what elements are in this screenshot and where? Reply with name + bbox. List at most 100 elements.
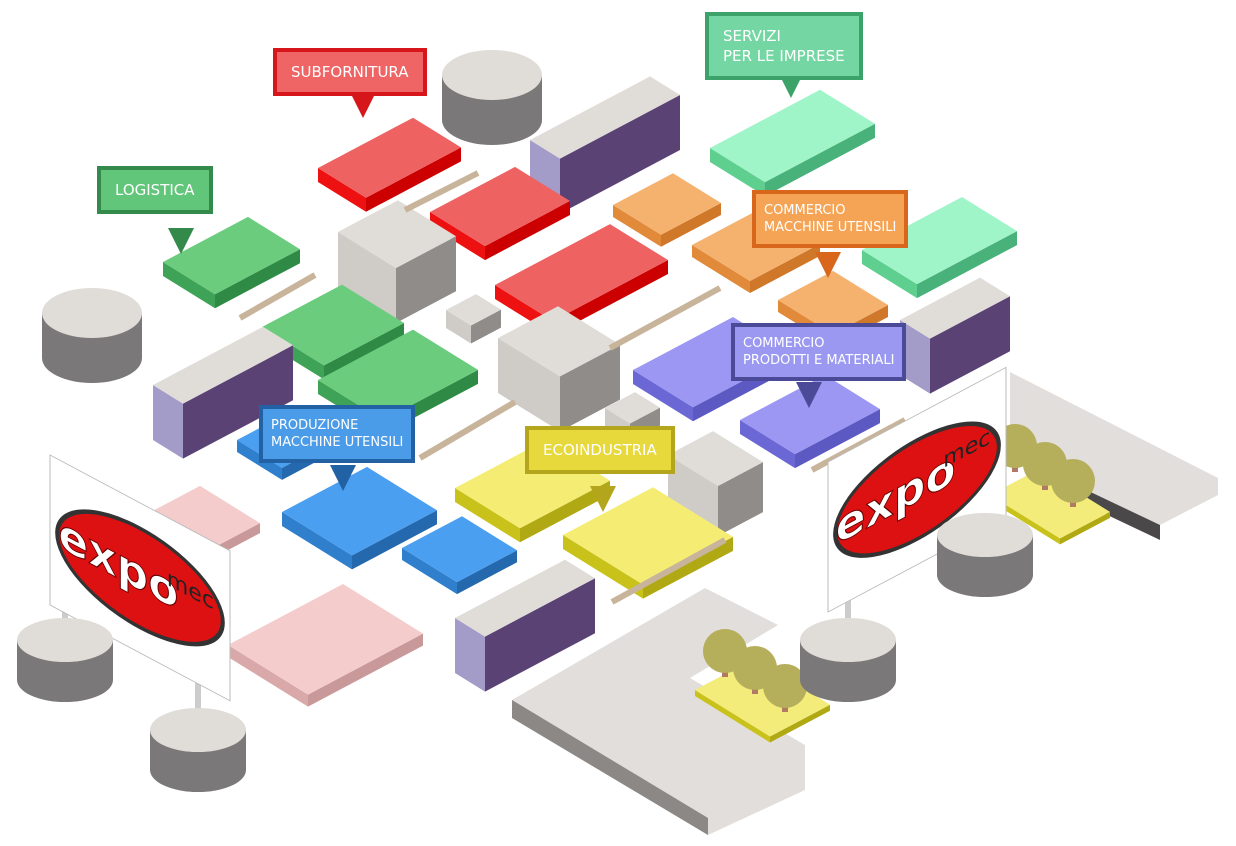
- floor-slab-south-edge: [512, 700, 708, 835]
- grey-building-1-side-left: [338, 232, 396, 323]
- zone-commercio-macchine-1: [613, 173, 721, 247]
- zone-label-ecoindustria[interactable]: ECOINDUSTRIA: [525, 426, 675, 474]
- zone-subfornitura-1-side-left: [318, 168, 366, 212]
- tree-bed-2-side-left: [695, 690, 770, 743]
- billboard-east-base-0-top: [800, 618, 896, 662]
- zone-ecoindustria-2-side-left: [563, 535, 643, 599]
- billboard-east-base-1: [937, 513, 1033, 597]
- zone-subfornitura-2-side-right: [485, 201, 570, 261]
- zone-logistica-2-top: [262, 284, 404, 366]
- container-building-2-side-left: [900, 320, 930, 394]
- container-building-4-side-left: [455, 618, 485, 692]
- zone-label-line: LOGISTICA: [115, 181, 195, 199]
- produzione-label-pointer: [330, 465, 356, 491]
- zone-logistica-1-side-right: [215, 249, 300, 309]
- container-building-4-top: [455, 559, 595, 637]
- kiosk-1: [446, 294, 501, 344]
- kiosk-1-side-left: [446, 310, 471, 344]
- zone-commercio-prodotti-2-top: [740, 374, 880, 455]
- zone-pink-2-top: [228, 584, 423, 695]
- zone-label-line: SUBFORNITURA: [291, 63, 409, 81]
- cylinder-2: [42, 288, 142, 383]
- billboard-east-logo-ellipse: [833, 421, 1001, 558]
- kiosk-1-top: [446, 294, 501, 326]
- tree-east-2-crown: [1051, 459, 1095, 503]
- zone-logistica-3-top: [318, 329, 478, 421]
- zone-ecoindustria-2-top: [563, 487, 733, 585]
- billboard-east-base-0: [800, 618, 896, 702]
- zone-label-line: PRODUZIONE: [271, 418, 359, 433]
- tree-bed-2: [695, 658, 830, 743]
- container-building-4-side-right: [485, 578, 595, 692]
- zone-label-logistica[interactable]: LOGISTICA: [97, 166, 213, 214]
- subfornitura-label-pointer: [350, 92, 376, 118]
- zone-produzione-3-top: [402, 516, 517, 583]
- zone-logistica-2-side-right: [324, 323, 404, 380]
- zone-commercio-prodotti-2: [740, 374, 880, 469]
- zone-produzione-2-top: [282, 466, 437, 556]
- zone-servizi-1: [710, 89, 875, 197]
- billboard-west-logo-ellipse: [55, 509, 225, 647]
- zone-subfornitura-2-side-left: [430, 212, 485, 261]
- tree-bed-1-side-right: [1060, 511, 1110, 545]
- billboard-east-pole-0: [845, 580, 851, 642]
- floor-slab-east: [1010, 372, 1218, 540]
- grey-building-2-top: [498, 306, 620, 377]
- zone-label-line: MACCHINE UTENSILI: [764, 220, 897, 235]
- container-building-2-side-right: [930, 296, 1010, 394]
- grey-building-2-side-right: [560, 344, 620, 432]
- zone-pink-2: [228, 584, 423, 707]
- commercio-macchine-label-pointer: [815, 252, 841, 278]
- zone-servizi-1-top: [710, 89, 875, 183]
- zone-pink-2-side-right: [308, 633, 423, 707]
- bench-3: [418, 399, 517, 461]
- grey-building-2: [498, 306, 620, 432]
- billboard-west-base-0-top: [17, 618, 113, 662]
- grey-building-3: [668, 431, 763, 536]
- zone-ecoindustria-1-side-left: [455, 488, 520, 543]
- zone-pink-2-side-left: [228, 645, 308, 707]
- zone-commercio-macchine-1-top: [613, 173, 721, 235]
- container-building-3: [153, 326, 293, 459]
- billboard-west-base-0: [17, 618, 113, 702]
- container-building-4: [455, 559, 595, 692]
- zone-label-line: COMMERCIO: [743, 336, 825, 351]
- zone-commercio-prodotti-2-side-right: [795, 409, 880, 469]
- zone-subfornitura-2-top: [430, 166, 570, 247]
- grey-building-3-side-left: [668, 455, 718, 536]
- zone-commercio-macchine-2-side-left: [692, 245, 750, 293]
- zone-subfornitura-3-side-right: [553, 260, 668, 335]
- container-building-3-side-right: [183, 345, 293, 459]
- tree-bed-1: [990, 468, 1110, 545]
- zone-label-line: PRODOTTI E MATERIALI: [743, 353, 895, 368]
- zone-servizi-2-side-left: [862, 250, 917, 299]
- cylinder-1-top: [442, 50, 542, 100]
- container-building-1-top: [530, 76, 680, 159]
- bench-0: [403, 170, 480, 213]
- grey-building-2-side-left: [498, 338, 560, 432]
- zone-label-line: PER LE IMPRESE: [723, 47, 845, 65]
- zone-produzione-3: [402, 516, 517, 595]
- zone-servizi-2-top: [862, 197, 1017, 285]
- container-building-2-top: [900, 277, 1010, 339]
- zone-commercio-macchine-1-side-left: [613, 205, 661, 247]
- zone-subfornitura-3-top: [495, 224, 668, 321]
- grey-building-3-top: [668, 431, 763, 486]
- container-building-3-top: [153, 326, 293, 404]
- bench-4: [810, 417, 907, 473]
- bench-1: [238, 272, 317, 321]
- tree-east-2: [1051, 459, 1095, 507]
- zone-label-commercio-prodotti[interactable]: COMMERCIO PRODOTTI E MATERIALI: [731, 323, 907, 381]
- zone-label-subfornitura[interactable]: SUBFORNITURA: [273, 48, 427, 96]
- zone-subfornitura-1-top: [318, 117, 461, 198]
- zone-commercio-prodotti-2-side-left: [740, 420, 795, 469]
- cylinder-1: [442, 50, 542, 145]
- zone-logistica-1: [163, 216, 300, 309]
